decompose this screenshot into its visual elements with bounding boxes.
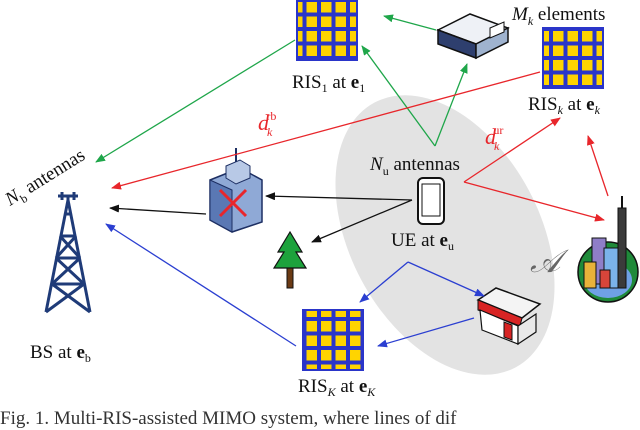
tower-icon: [44, 192, 92, 314]
ris-panel-icon: [302, 309, 364, 371]
arrow-green-ue-ris1: [361, 45, 436, 147]
arrow-black-ue-bldg: [265, 192, 413, 201]
ue-label: UE at eu: [391, 230, 454, 253]
arrow-blue-ue-house: [407, 261, 485, 297]
house-icon: [476, 287, 542, 346]
figure-caption: Fig. 1. Multi-RIS-assisted MIMO system, …: [0, 408, 457, 429]
arrow-green-ris1-bs: [95, 39, 296, 163]
mk-label: Mk elements: [511, 4, 605, 28]
nu-label: Nu antennas: [369, 154, 460, 178]
arrow-red-risk-bs: [111, 71, 541, 190]
city-icon: [577, 196, 639, 303]
d-ur-label: dkur: [485, 123, 503, 153]
arrow-red-city-risk: [587, 135, 609, 197]
d-rb-label: dkrb: [258, 109, 276, 139]
arrow-red-ue-city: [463, 181, 605, 222]
arrow-blue-ue-risK: [359, 261, 409, 303]
arrow-green-bldg-ris1: [383, 14, 437, 31]
nb-label: Nb antennas: [1, 145, 91, 214]
region-label: 𝒜: [530, 242, 569, 280]
building-icon: [436, 13, 510, 60]
arrow-red-ue-risk: [463, 117, 561, 183]
ris-panel-icon: [296, 0, 358, 61]
risK-label: RISK at eK: [298, 376, 376, 399]
blocked-building-icon: [209, 148, 263, 233]
phone-icon: [417, 177, 445, 225]
arrow-green-ue-ris1b: [434, 63, 468, 147]
risk-label: RISk at ek: [528, 94, 601, 117]
bs-label: BS at eb: [30, 342, 91, 365]
arrow-blue-risK-bs: [105, 223, 297, 347]
arrow-black-bldg-bs: [109, 204, 207, 215]
ris-panel-icon: [542, 27, 604, 89]
arrow-blue-house-risK: [377, 317, 475, 348]
ris1-label: RIS1 at e1: [292, 72, 365, 95]
arrow-black-ue-tree: [311, 199, 413, 243]
tree-icon: [272, 230, 308, 289]
